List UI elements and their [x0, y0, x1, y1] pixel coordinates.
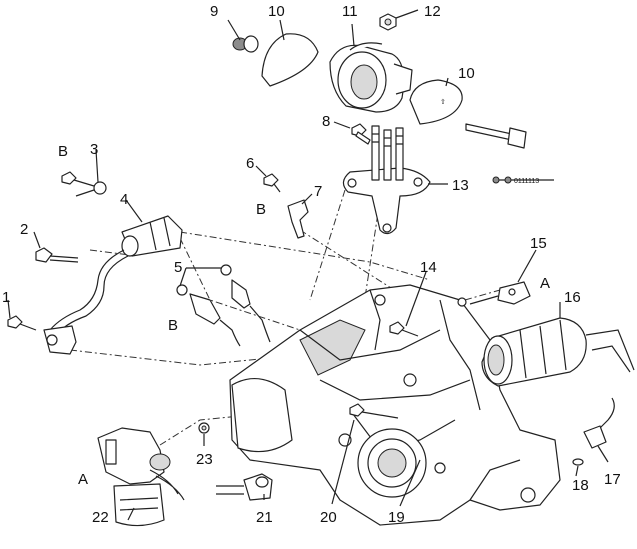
transmission-housing — [229, 284, 561, 526]
callout-3: 3 — [90, 141, 98, 158]
washer — [198, 422, 210, 434]
callout-15: 15 — [530, 235, 547, 252]
callout-9: 9 — [210, 3, 218, 20]
callout-17: 17 — [604, 471, 621, 488]
letter-b-2: B — [256, 201, 266, 218]
svg-text:⇧: ⇧ — [440, 98, 446, 106]
engine-mount — [329, 42, 413, 113]
callout-8: 8 — [322, 113, 330, 130]
housing-bolt-20 — [349, 403, 399, 419]
callout-23: 23 — [196, 451, 213, 468]
view-letters: B B B A A — [58, 143, 550, 488]
reference-arrow: 0111113 — [492, 176, 554, 185]
callout-1: 1 — [2, 289, 10, 306]
mount-covers: ⇧ — [261, 33, 463, 125]
callout-2: 2 — [20, 221, 28, 238]
callout-12: 12 — [424, 3, 441, 20]
callout-16: 16 — [564, 289, 581, 306]
rubber-plug — [232, 35, 259, 53]
banjo-fitting — [61, 171, 107, 197]
callout-10b: 10 — [458, 65, 475, 82]
hose-connector — [216, 473, 273, 501]
letter-a-1: A — [540, 275, 550, 292]
letter-a-2: A — [78, 471, 88, 488]
callout-11: 11 — [342, 3, 358, 20]
nut — [379, 13, 397, 31]
housing-bolt-14 — [389, 321, 419, 337]
callout-21: 21 — [256, 509, 273, 526]
callout-18: 18 — [572, 477, 589, 494]
pump-assembly — [97, 427, 185, 527]
clutch-slave-cylinder — [43, 215, 183, 355]
reference-code: 0111113 — [514, 178, 539, 185]
letter-b-3: B — [168, 317, 178, 334]
letter-b-1: B — [58, 143, 68, 160]
callout-14: 14 — [420, 259, 437, 276]
callout-4: 4 — [120, 191, 128, 208]
callout-labels: 9 10 11 12 10 8 6 7 13 3 4 2 1 5 14 15 1… — [2, 3, 621, 526]
callout-5: 5 — [174, 259, 182, 276]
bracket-bolt — [351, 123, 371, 145]
starter-motor — [481, 317, 635, 387]
callout-6: 6 — [246, 155, 254, 172]
callout-13: 13 — [452, 177, 469, 194]
leader-lines — [7, 9, 609, 521]
callout-7: 7 — [314, 183, 322, 200]
cylinder-bolt — [35, 247, 79, 263]
mount-bracket — [342, 125, 431, 235]
speed-sensor — [572, 397, 615, 466]
callout-20: 20 — [320, 509, 337, 526]
hose-bolt — [7, 315, 37, 331]
shift-cable-ends — [176, 264, 271, 347]
mount-bolt — [465, 123, 527, 149]
callout-19: 19 — [388, 509, 405, 526]
callout-22: 22 — [92, 509, 109, 526]
callout-10: 10 — [268, 3, 285, 20]
sensor-and-bolt — [263, 173, 309, 239]
cable-bracket — [457, 281, 531, 307]
